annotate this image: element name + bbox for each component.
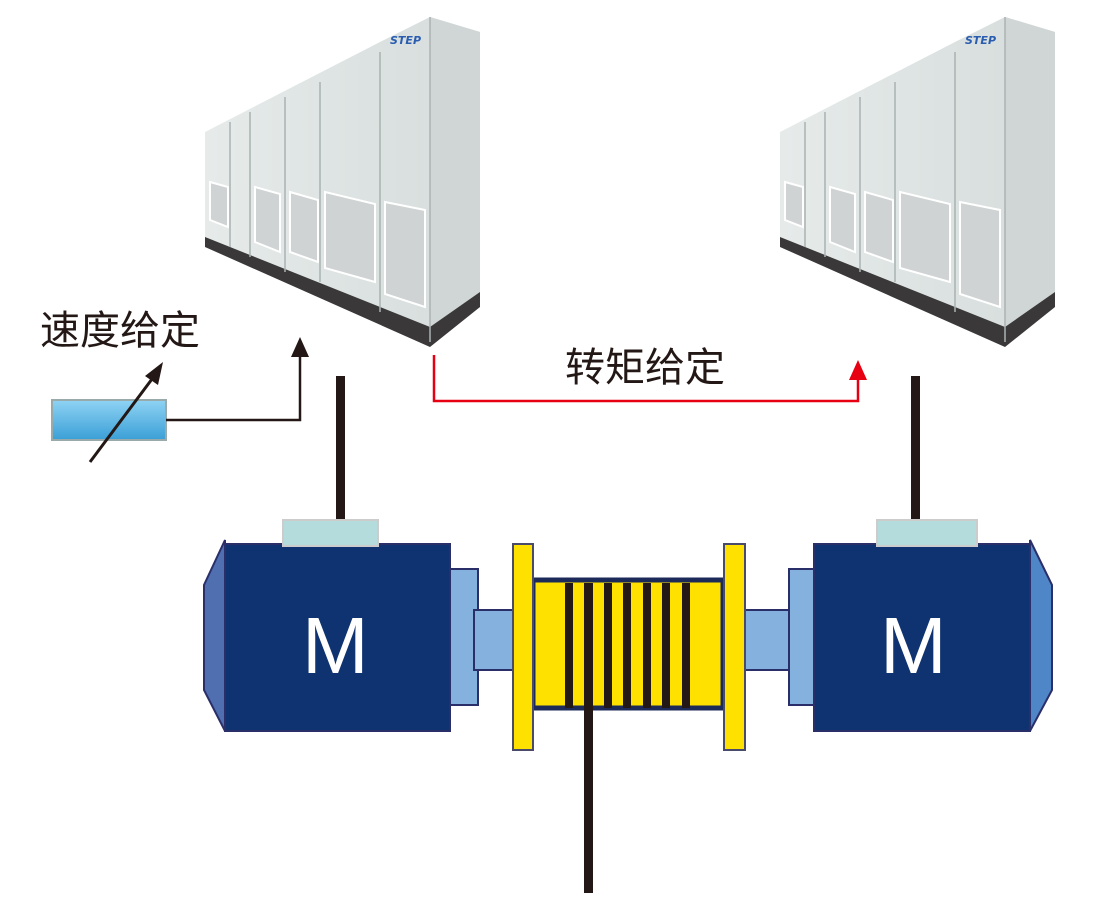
torque-signal-arrowhead — [849, 360, 867, 380]
drum-flange-right — [723, 543, 746, 751]
inverter-cabinet-left — [204, 16, 481, 348]
motor-right-label: M — [880, 601, 947, 690]
speed-signal-arrowhead — [291, 337, 309, 357]
motor-right — [813, 519, 1053, 732]
speed-signal-line — [166, 355, 302, 422]
motor-left — [203, 519, 451, 732]
drum-flange-left — [512, 543, 534, 751]
terminal-box-left — [282, 519, 379, 547]
speed-reference-label: 速度给定 — [40, 308, 200, 354]
terminal-box-right — [876, 519, 978, 547]
torque-signal-line — [432, 355, 860, 403]
motor-left-label: M — [302, 601, 369, 690]
inverter-cabinet-right — [779, 16, 1056, 348]
potentiometer-adjust-arrow — [88, 374, 157, 463]
potentiometer-arrowhead — [145, 362, 163, 385]
couplings — [449, 568, 815, 706]
rope — [584, 583, 593, 893]
potentiometer — [51, 399, 167, 441]
winch-drum — [512, 543, 746, 893]
power-cable-left — [336, 376, 345, 522]
torque-reference-label: 转矩给定 — [565, 345, 725, 391]
power-cable-right — [911, 376, 920, 522]
